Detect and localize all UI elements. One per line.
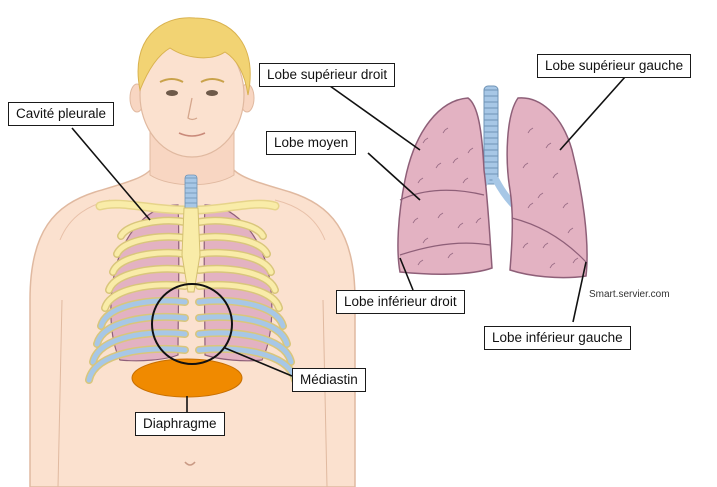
detail-trachea-tube — [484, 86, 498, 184]
lungs-detail-figure — [398, 86, 587, 278]
leader-lobe-superieur-gauche — [560, 77, 625, 150]
torso-trachea — [185, 175, 197, 211]
detail-right-lung — [398, 98, 492, 274]
label-cavite-pleurale: Cavité pleurale — [8, 102, 114, 126]
label-lobe-superieur-gauche: Lobe supérieur gauche — [537, 54, 691, 78]
left-eye — [166, 90, 178, 96]
detail-left-lung — [507, 98, 587, 278]
label-lobe-inferieur-droit: Lobe inférieur droit — [336, 290, 465, 314]
credit-text: Smart.servier.com — [589, 289, 670, 300]
detail-trachea — [484, 86, 498, 184]
label-lobe-inferieur-gauche: Lobe inférieur gauche — [484, 326, 631, 350]
label-lobe-superieur-droit: Lobe supérieur droit — [259, 63, 395, 87]
right-eye — [206, 90, 218, 96]
label-mediastin: Médiastin — [292, 368, 366, 392]
label-diaphragme: Diaphragme — [135, 412, 225, 436]
label-lobe-moyen: Lobe moyen — [266, 131, 356, 155]
diaphragm-shape — [132, 359, 242, 397]
